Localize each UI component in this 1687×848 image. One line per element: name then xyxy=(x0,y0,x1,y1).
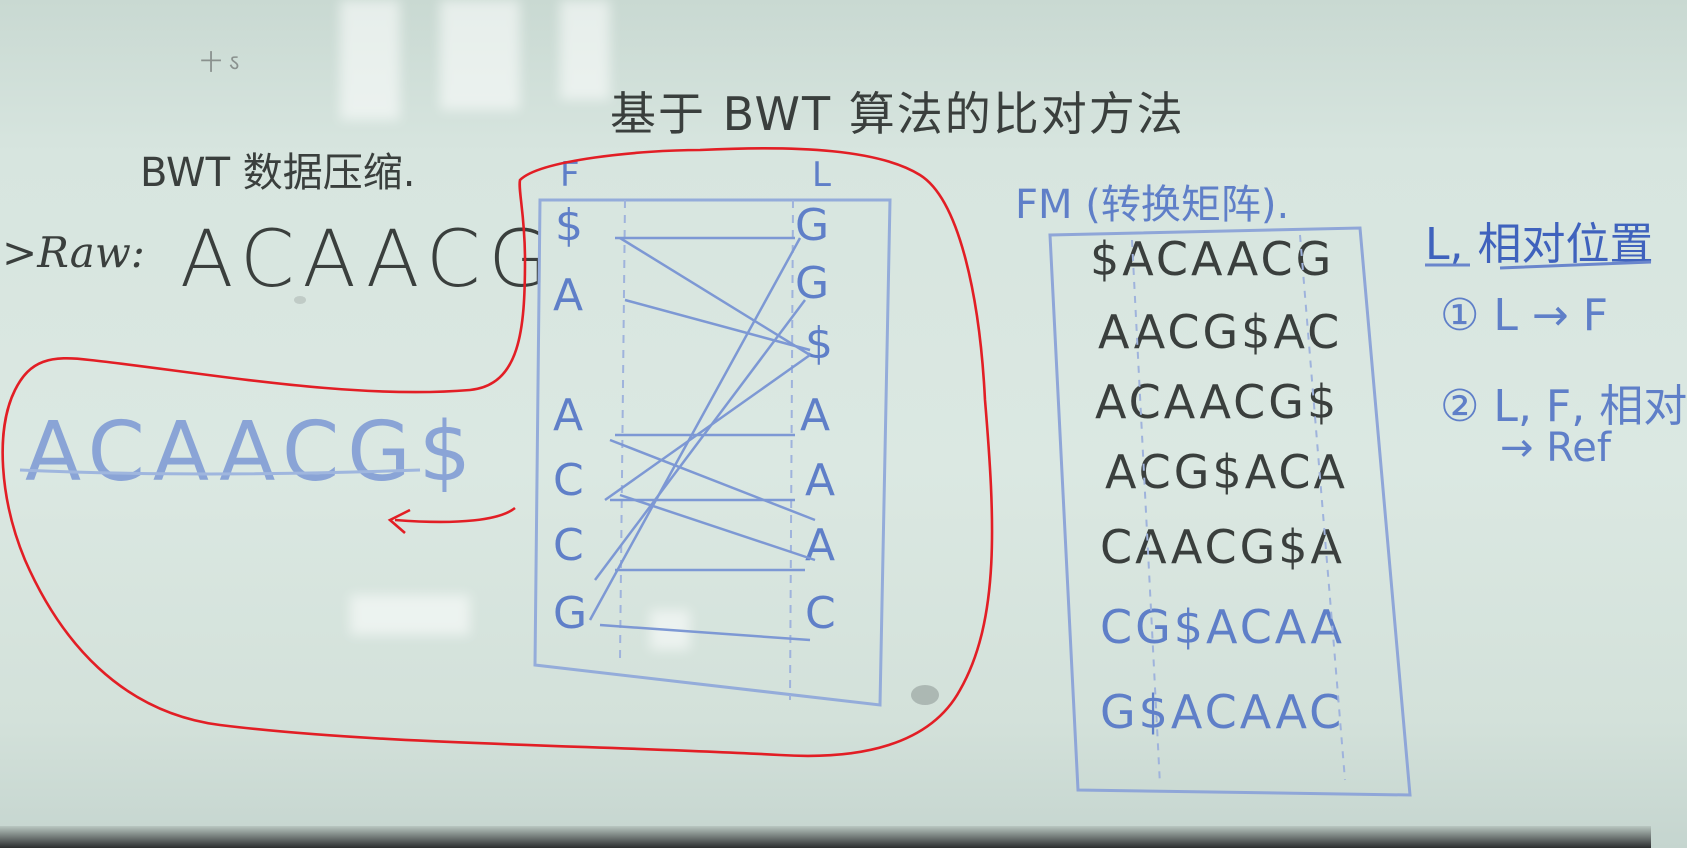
l-cell: G xyxy=(795,200,830,251)
f-column-guide xyxy=(619,199,626,661)
red-arrow xyxy=(394,506,516,524)
fm-row: G$ACAAC xyxy=(1100,685,1345,739)
smudge xyxy=(294,296,306,304)
raw-value: ACAACG xyxy=(180,215,557,305)
f-cell: G xyxy=(553,588,588,639)
red-arrowhead xyxy=(387,508,411,534)
board-drawings xyxy=(1,146,1652,797)
l-cell: G xyxy=(795,258,830,309)
l-cell: C xyxy=(805,588,836,639)
red-annotation-loop xyxy=(1,146,994,758)
transformed-value: ACAACG$ xyxy=(25,405,479,500)
l-heading: L, 相对位置 xyxy=(1425,219,1654,270)
note-step-1: ① L → F xyxy=(1440,290,1609,341)
l-cell: A xyxy=(805,520,836,571)
fm-row: CAACG$A xyxy=(1100,520,1346,574)
f-column-header: F xyxy=(560,155,580,195)
l-heading-underline xyxy=(1425,260,1652,270)
fm-row: CG$ACAA xyxy=(1100,600,1346,654)
fm-row: AACG$AC xyxy=(1098,305,1343,359)
bwt-heading: BWT 数据压缩. xyxy=(140,150,416,196)
raw-label: >Raw: xyxy=(2,228,145,277)
fm-last-col-guide xyxy=(1299,234,1346,781)
note-ref: → Ref xyxy=(1500,425,1611,471)
fm-matrix-box xyxy=(1048,226,1412,797)
f-cell: $ xyxy=(555,200,583,251)
fm-row: $ACAACG xyxy=(1090,232,1335,286)
light-glare xyxy=(440,0,520,110)
fm-first-col-guide xyxy=(1131,239,1161,786)
lf-mapping-arrows xyxy=(588,236,816,642)
note-step-2: ② L, F, 相对 xyxy=(1440,381,1687,432)
fm-label: FM (转换矩阵). xyxy=(1015,182,1290,228)
light-glare xyxy=(350,595,470,635)
light-glare xyxy=(560,0,610,100)
light-glare xyxy=(340,0,400,120)
page-title: 基于 BWT 算法的比对方法 xyxy=(610,87,1185,141)
smudge xyxy=(911,685,939,705)
transformed-underline xyxy=(19,468,421,476)
l-cell: A xyxy=(800,390,831,441)
l-cell: $ xyxy=(805,318,833,369)
top-scribble: 十 ऽ xyxy=(200,51,240,76)
l-column-header: L xyxy=(812,155,831,195)
board-bottom-edge xyxy=(0,826,1651,848)
f-cell: A xyxy=(553,390,584,441)
f-cell: C xyxy=(553,455,584,506)
fl-table-box xyxy=(533,198,892,707)
l-column-guide xyxy=(789,199,794,701)
f-cell: C xyxy=(553,520,584,571)
f-cell: A xyxy=(553,270,584,321)
l-cell: A xyxy=(805,455,836,506)
fm-row: ACAACG$ xyxy=(1095,375,1340,429)
fm-row: ACG$ACA xyxy=(1105,445,1348,499)
